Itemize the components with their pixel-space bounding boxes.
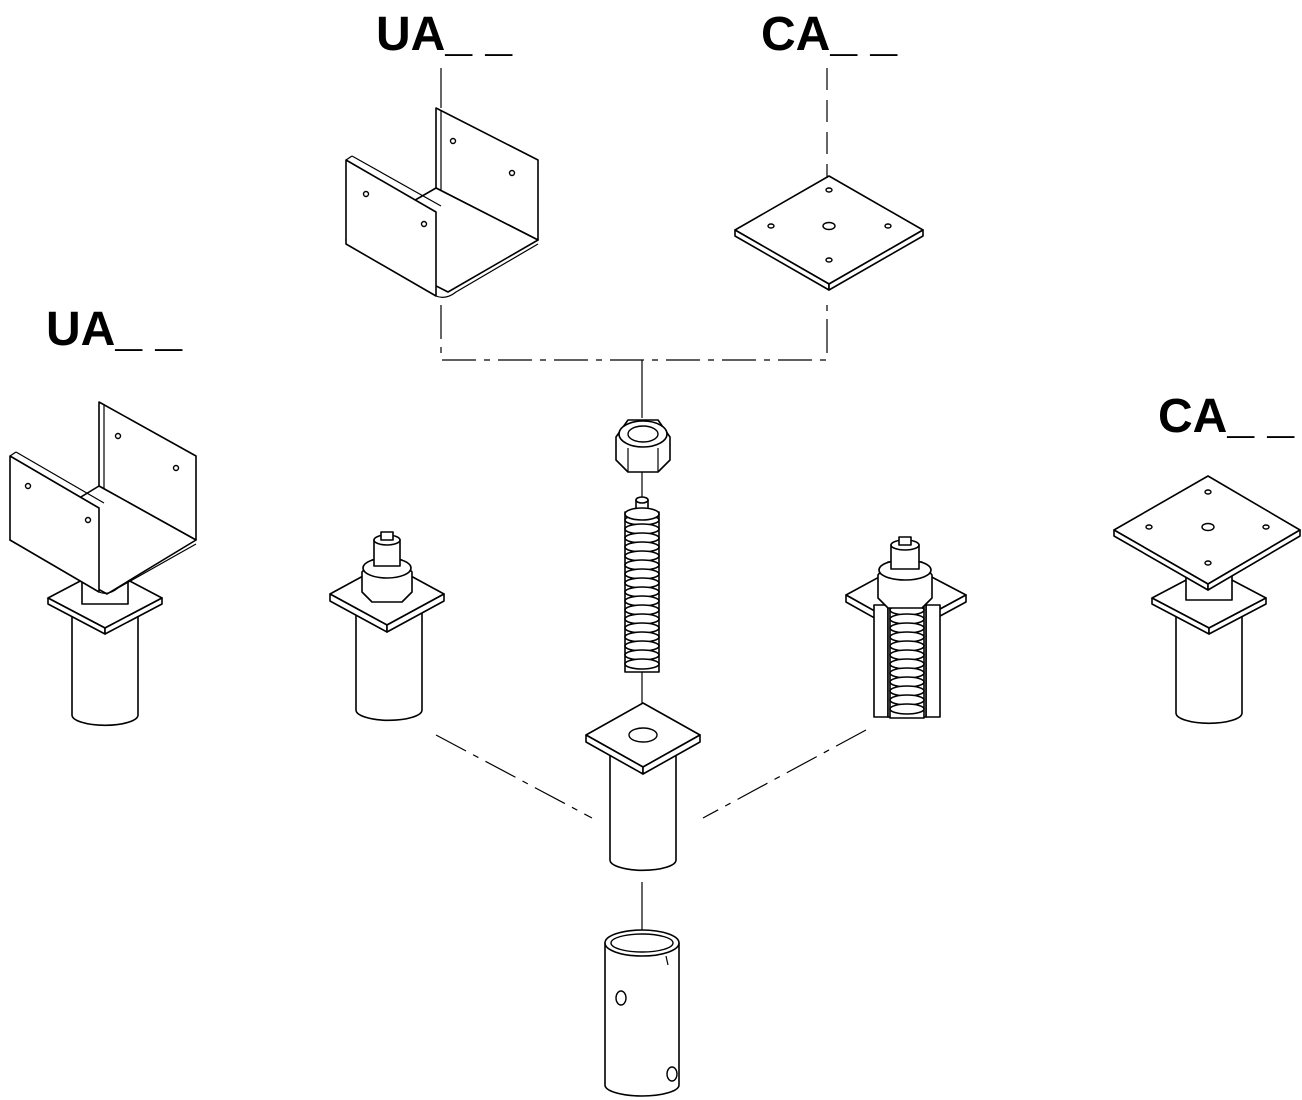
cap-plate-top	[734, 175, 924, 291]
left-base-with-nut	[329, 531, 445, 722]
right-base-cutaway	[845, 536, 967, 719]
thread-ring	[624, 658, 660, 670]
label-right-c: CA_ _	[1158, 390, 1295, 443]
right-assembly-c	[1113, 475, 1301, 725]
left-assembly-u	[9, 401, 197, 727]
bottom-sleeve	[604, 929, 680, 1097]
threaded-rod	[624, 496, 660, 673]
label-top-u: UA_ _	[376, 8, 513, 61]
hex-nut	[615, 419, 671, 473]
thread-ring	[889, 703, 925, 715]
u-bracket-top	[345, 107, 539, 298]
label-left-u: UA_ _	[46, 303, 183, 356]
center-base-tube	[585, 702, 701, 872]
label-top-c: CA_ _	[761, 8, 898, 61]
